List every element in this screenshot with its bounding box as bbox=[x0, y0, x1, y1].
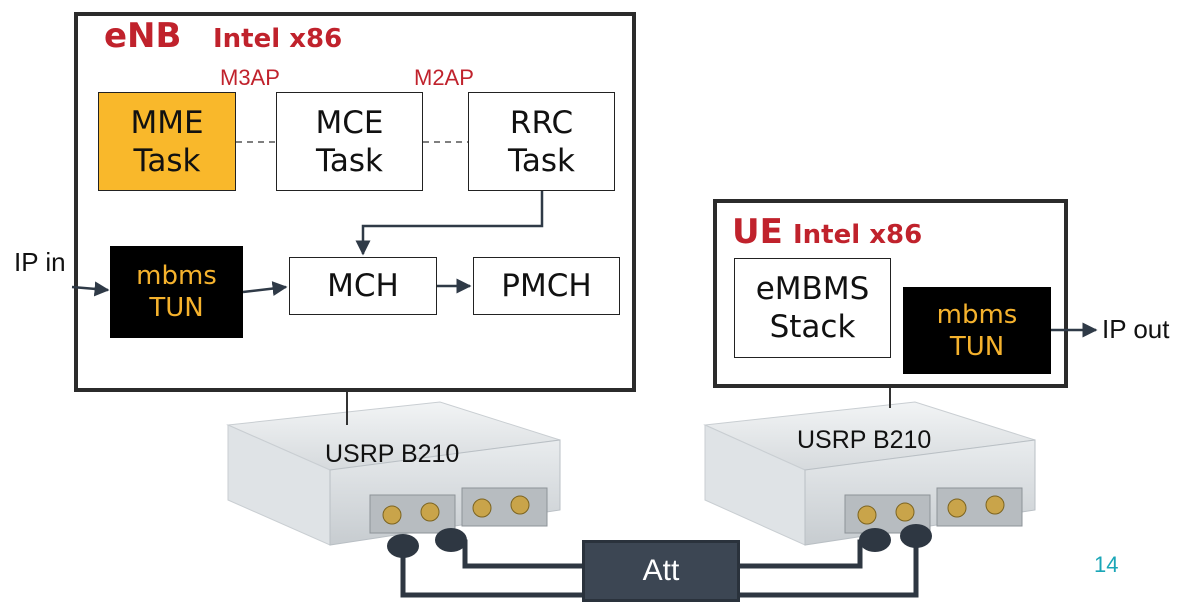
ip-out-label: IP out bbox=[1102, 314, 1170, 344]
m2ap-label: M2AP bbox=[414, 65, 474, 90]
ue-mbms-tun-box: mbms TUN bbox=[903, 287, 1051, 374]
enb-title: eNB bbox=[104, 16, 182, 56]
mce-task-line2: Task bbox=[316, 142, 383, 179]
rrc-task-line1: RRC bbox=[509, 104, 574, 141]
mme-task-box: MME Task bbox=[98, 92, 236, 191]
enb-mbms-tun-box: mbms TUN bbox=[110, 246, 243, 338]
pmch-box: PMCH bbox=[473, 257, 620, 315]
usrp-device-left bbox=[226, 401, 561, 546]
mch-label: MCH bbox=[327, 268, 399, 304]
attenuator-label: Att bbox=[642, 554, 680, 587]
ip-in-arrow bbox=[71, 281, 110, 297]
embms-line2: Stack bbox=[769, 309, 856, 345]
mme-task-line1: MME bbox=[130, 104, 204, 141]
cable-connector bbox=[859, 528, 891, 552]
mce-task-line1: MCE bbox=[315, 104, 384, 141]
page-number: 14 bbox=[1094, 552, 1119, 577]
mme-task-line2: Task bbox=[133, 142, 201, 179]
tun-to-mch-arrow bbox=[242, 281, 288, 297]
cable-connector bbox=[387, 534, 419, 558]
ue-tun-line2: TUN bbox=[949, 331, 1005, 362]
embms-line1: eMBMS bbox=[755, 271, 870, 307]
ip-in-label: IP in bbox=[14, 247, 66, 277]
m3ap-label: M3AP bbox=[220, 65, 280, 90]
cable-connector bbox=[900, 524, 932, 548]
rrc-task-line2: Task bbox=[508, 142, 575, 179]
enb-tun-line2: TUN bbox=[149, 293, 204, 323]
usrp-right-label: USRP B210 bbox=[797, 426, 932, 454]
ue-tun-line1: mbms bbox=[936, 299, 1018, 330]
rrc-to-mch-arrow bbox=[355, 191, 544, 256]
attenuator-box: Att bbox=[582, 540, 740, 602]
ue-subtitle: Intel x86 bbox=[793, 220, 923, 250]
usrp-device-right bbox=[703, 401, 1036, 546]
ue-title: UE bbox=[732, 212, 783, 252]
embms-stack-box: eMBMS Stack bbox=[734, 258, 891, 358]
usrp-left-label: USRP B210 bbox=[325, 440, 460, 468]
cable-connector bbox=[435, 528, 467, 552]
mch-box: MCH bbox=[289, 257, 437, 315]
rrc-task-box: RRC Task bbox=[468, 92, 615, 191]
pmch-label: PMCH bbox=[501, 268, 592, 304]
mce-task-box: MCE Task bbox=[276, 92, 423, 191]
enb-subtitle: Intel x86 bbox=[213, 24, 343, 54]
enb-tun-line1: mbms bbox=[136, 261, 217, 291]
